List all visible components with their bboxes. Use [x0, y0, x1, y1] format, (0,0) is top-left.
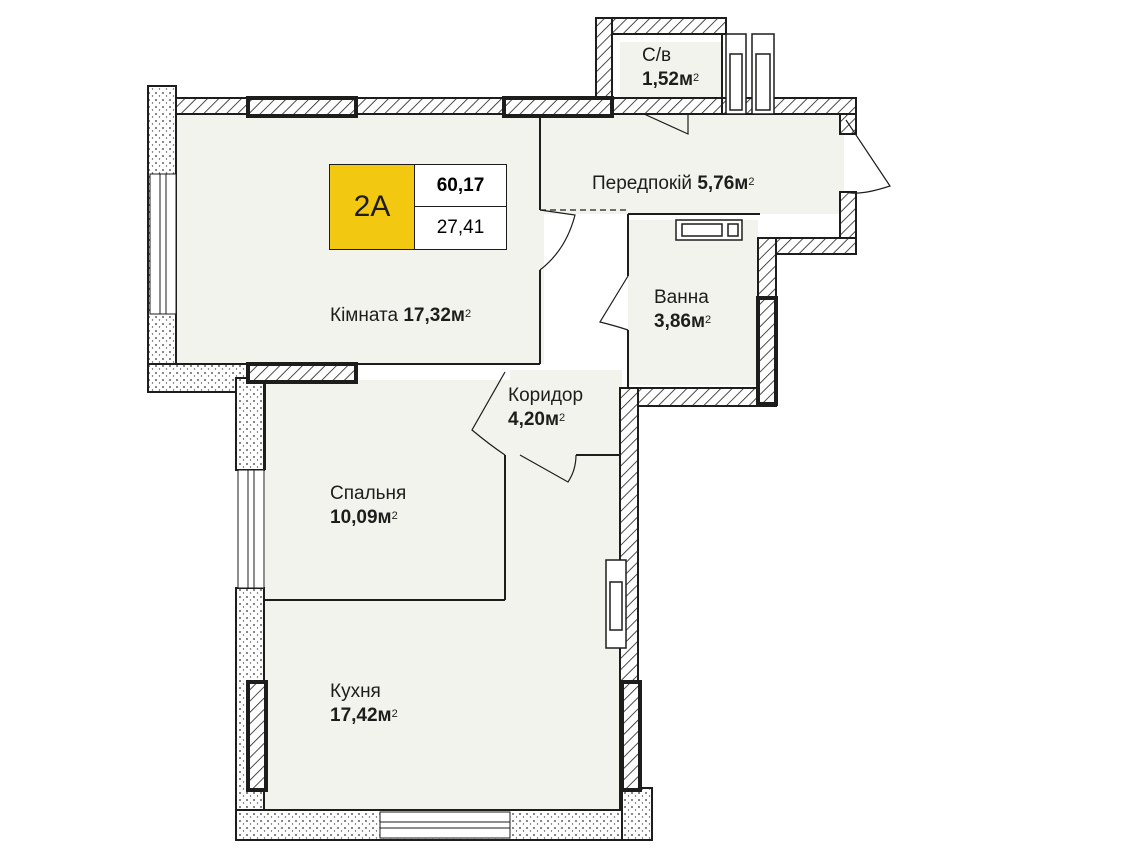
- hall-name: Передпокій: [592, 173, 693, 194]
- apartment-code: 2A: [330, 165, 414, 249]
- structural-columns: [246, 96, 778, 792]
- corridor-name: Коридор: [508, 385, 584, 406]
- sq-sup: 2: [559, 412, 566, 424]
- sq-sup: 2: [705, 314, 712, 326]
- room-label: Кімната 17,32м2: [330, 304, 471, 328]
- doors: [471, 113, 891, 483]
- bedroom-area: 10,09м: [330, 507, 392, 528]
- room-area: 17,32м: [403, 305, 465, 326]
- sq-sup: 2: [748, 176, 755, 188]
- sq-sup: 2: [464, 308, 472, 320]
- kitchen-name: Кухня: [330, 681, 381, 702]
- kitchen-area: 17,42м: [330, 705, 392, 726]
- wc-label: С/в 1,52м2: [642, 44, 699, 92]
- kitchen-label: Кухня 17,42м2: [330, 680, 398, 728]
- bath-name: Ванна: [654, 287, 709, 308]
- bedroom-name: Спальня: [330, 483, 407, 504]
- partitions: [176, 34, 760, 601]
- wc-shafts: [725, 33, 775, 115]
- bath-label: Ванна 3,86м2: [654, 286, 711, 334]
- left-window: [149, 173, 511, 839]
- bedroom-label: Спальня 10,09м2: [330, 482, 406, 530]
- wc-area: 1,52м: [642, 69, 694, 90]
- hall-label: Передпокій 5,76м2: [592, 172, 754, 196]
- apartment-badge: 2A 60,17 27,41: [329, 164, 507, 250]
- room-name: Кімната: [330, 305, 399, 326]
- living-area: 27,41: [414, 207, 506, 249]
- fixtures: [605, 219, 743, 649]
- wc-name: С/в: [642, 45, 672, 66]
- sq-sup: 2: [391, 510, 398, 522]
- sq-sup: 2: [391, 708, 398, 720]
- total-area: 60,17: [414, 165, 506, 207]
- corridor-label: Коридор 4,20м2: [508, 384, 583, 432]
- bath-area: 3,86м: [654, 311, 706, 332]
- corridor-area: 4,20м: [508, 409, 560, 430]
- hall-area: 5,76м: [697, 173, 749, 194]
- sq-sup: 2: [693, 72, 700, 84]
- floor-areas: [176, 42, 844, 810]
